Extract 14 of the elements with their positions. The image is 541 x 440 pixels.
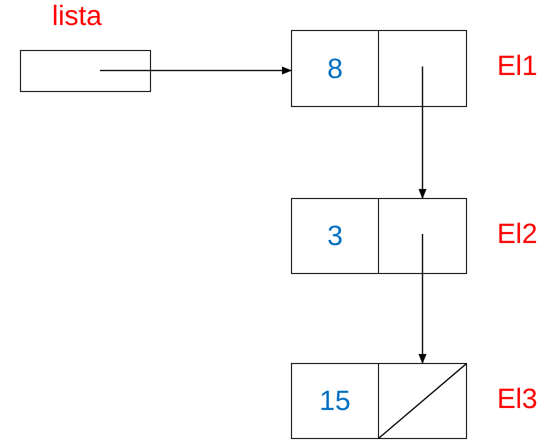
pointer-box: [20, 50, 151, 92]
list-element-box: [291, 30, 467, 107]
value-text: 15: [319, 387, 351, 415]
value-text: 3: [327, 222, 343, 250]
value-text: 8: [327, 54, 343, 82]
name-label: El3: [497, 385, 538, 413]
list-element-box: [291, 198, 467, 274]
name-label: lista: [52, 2, 102, 30]
arrow: [418, 66, 426, 199]
arrow: [418, 234, 426, 364]
name-label: El2: [497, 220, 538, 248]
name-label: El1: [497, 52, 538, 80]
list-element-box: [291, 363, 467, 439]
arrow: [100, 66, 292, 74]
